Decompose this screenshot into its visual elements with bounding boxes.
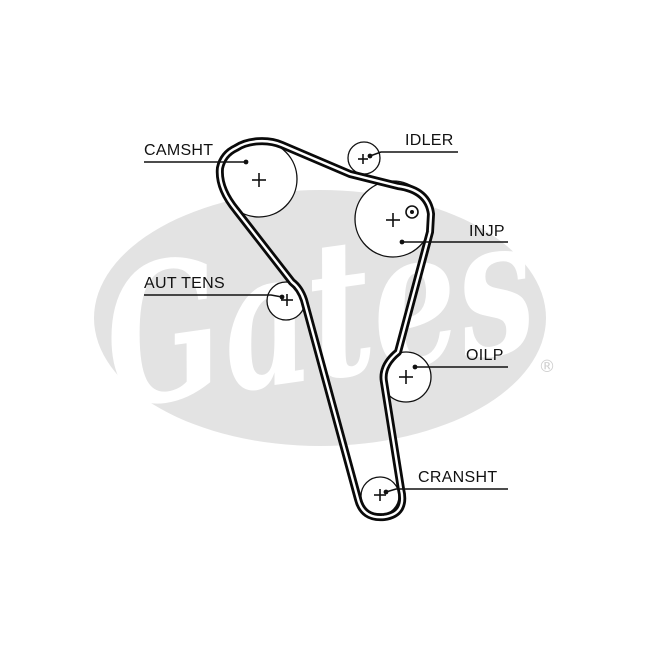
camshaft-label: CAMSHT bbox=[144, 142, 213, 159]
pulley-centers bbox=[252, 154, 419, 501]
watermark-ellipse bbox=[94, 190, 546, 446]
injection-pump-label: INJP bbox=[469, 223, 505, 240]
crankshaft-leader-dot bbox=[383, 489, 389, 495]
oil-pump-center-cross bbox=[399, 370, 413, 384]
camshaft-center-cross bbox=[252, 173, 266, 187]
crankshaft-leader-line bbox=[385, 488, 508, 493]
oil-pump-leader-dot bbox=[412, 364, 418, 370]
crankshaft-callout: CRANSHT bbox=[383, 469, 508, 495]
gates-watermark: Gates ® bbox=[91, 171, 556, 452]
injection-pump-leader-dot bbox=[399, 239, 405, 245]
timing-belt-inner-line bbox=[218, 140, 433, 519]
idler-label: IDLER bbox=[405, 132, 454, 149]
idler-pulley bbox=[347, 141, 381, 175]
camshaft-callout: CAMSHT bbox=[144, 142, 249, 165]
crankshaft-label: CRANSHT bbox=[418, 469, 497, 486]
auto-tensioner-leader-dot bbox=[279, 294, 285, 300]
idler-leader-line bbox=[369, 151, 458, 157]
idler-leader-dot bbox=[367, 153, 373, 159]
oil-pump-callout: OILP bbox=[412, 347, 508, 370]
idler-callout: IDLER bbox=[367, 132, 458, 159]
idler-center-cross bbox=[358, 154, 368, 164]
crankshaft-center-cross bbox=[374, 489, 386, 501]
callouts: CAMSHT IDLER INJP AUT TENS OILP CRANSHT bbox=[144, 132, 508, 495]
oil-pump-label: OILP bbox=[466, 347, 504, 364]
timing-belt bbox=[215, 137, 435, 522]
auto-tensioner-center-cross bbox=[281, 294, 293, 306]
auto-tensioner-leader-line bbox=[144, 294, 283, 298]
registered-mark: ® bbox=[539, 357, 556, 377]
camshaft-leader-dot bbox=[243, 159, 249, 165]
injection-pump-center-cross bbox=[386, 213, 400, 227]
injection-pump-callout: INJP bbox=[399, 223, 508, 245]
injection-pump-timing-mark bbox=[405, 205, 419, 219]
auto-tensioner-label: AUT TENS bbox=[144, 275, 225, 292]
auto-tensioner-callout: AUT TENS bbox=[144, 275, 285, 300]
watermark-logo-text: Gates bbox=[91, 171, 548, 452]
